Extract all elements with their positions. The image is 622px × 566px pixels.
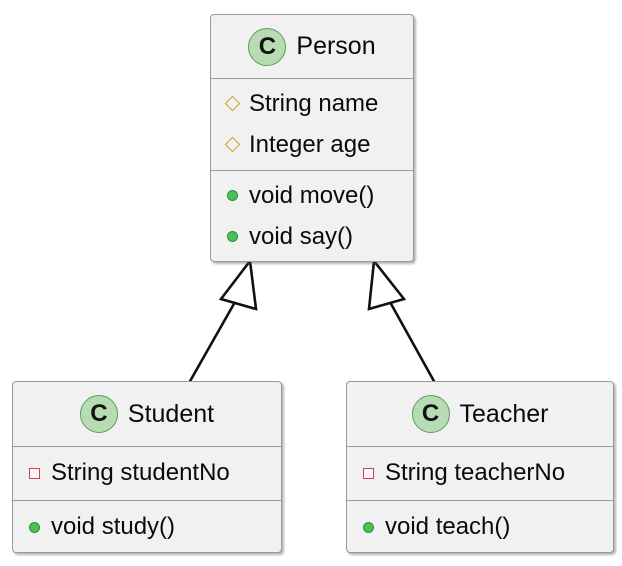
package-visibility-diamond-icon [224,95,241,112]
generalization-student-to-person[interactable] [187,257,258,384]
attribute-label: String name [249,89,379,117]
class-badge-letter: C [421,400,440,427]
private-visibility-square-icon [363,467,374,479]
generalization-teacher-to-person[interactable] [367,257,437,384]
hollow-triangle-arrowhead [367,257,407,311]
operation-label: void say() [249,222,354,250]
operation-label: void move() [249,181,375,209]
operations-compartment-student: void study() [13,500,281,552]
public-visibility-circle-icon [227,190,238,201]
attribute-row[interactable]: String studentNo [13,451,281,495]
attribute-row[interactable]: String teacherNo [347,451,613,495]
class-badge-icon: C [79,395,118,433]
public-visibility-circle-icon [227,231,238,242]
attributes-compartment-person: String name Integer age [211,78,413,170]
private-visibility-square-icon [29,467,40,479]
hollow-triangle-arrowhead [218,257,258,311]
package-visibility-diamond-icon [224,136,241,153]
class-badge-icon: C [411,395,450,433]
class-name-student: Student [127,399,215,428]
operation-row[interactable]: void move() [211,175,413,216]
class-badge-letter: C [258,32,277,60]
uml-class-student[interactable]: C Student String studentNo void study() [12,381,282,553]
class-name-person: Person [296,32,376,60]
uml-class-person[interactable]: C Person String name Integer age void mo… [210,14,414,262]
attribute-label: String teacherNo [385,459,566,486]
operations-compartment-teacher: void teach() [347,500,613,552]
uml-class-teacher[interactable]: C Teacher String teacherNo void teach() [346,381,614,553]
operation-row[interactable]: void say() [211,216,413,257]
public-visibility-circle-icon [29,521,40,533]
operation-label: void teach() [385,513,511,540]
operation-row[interactable]: void study() [13,505,281,549]
public-visibility-circle-icon [363,521,374,533]
class-badge-icon: C [248,27,287,66]
class-badge-letter: C [90,400,108,427]
operation-row[interactable]: void teach() [347,505,613,549]
generalization-line [187,301,237,384]
attribute-row[interactable]: Integer age [211,124,413,165]
operations-compartment-person: void move() void say() [211,170,413,261]
class-header-person: C Person [211,15,413,78]
class-header-student: C Student [13,382,281,446]
generalization-line [388,301,437,384]
class-header-teacher: C Teacher [347,382,613,446]
attributes-compartment-student: String studentNo [13,446,281,500]
attribute-row[interactable]: String name [211,83,413,124]
attribute-label: Integer age [249,130,371,158]
attribute-label: String studentNo [51,459,230,486]
attributes-compartment-teacher: String teacherNo [347,446,613,500]
class-name-teacher: Teacher [459,399,549,428]
operation-label: void study() [51,513,176,540]
